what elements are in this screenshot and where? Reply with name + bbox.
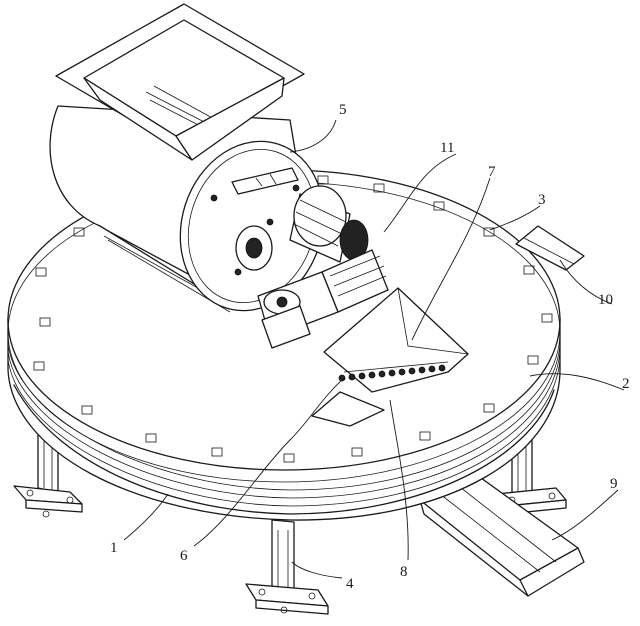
label-part-2: 2: [622, 376, 630, 392]
label-part-6: 6: [180, 548, 188, 564]
hopper-assembly: [49, 3, 325, 313]
label-part-3: 3: [538, 192, 546, 208]
label-part-11: 11: [440, 140, 454, 156]
lid-bolts: [33, 175, 553, 463]
label-part-1: 1: [110, 540, 118, 556]
support-legs: [13, 417, 567, 615]
upper-motor: [289, 185, 369, 263]
label-part-5: 5: [339, 102, 347, 118]
feed-chute: [515, 225, 585, 271]
label-part-8: 8: [400, 564, 408, 580]
separator-scoop: [311, 287, 469, 427]
label-part-7: 7: [488, 164, 496, 180]
label-part-4: 4: [346, 576, 354, 592]
label-part-9: 9: [610, 476, 618, 492]
label-part-10: 10: [598, 292, 613, 308]
lower-motor: [257, 249, 389, 349]
part-labels: 5 11 7 3 10 2 9 1 6 8 4: [110, 102, 630, 592]
leg-front: [245, 519, 329, 615]
leader-lines: [123, 119, 625, 579]
